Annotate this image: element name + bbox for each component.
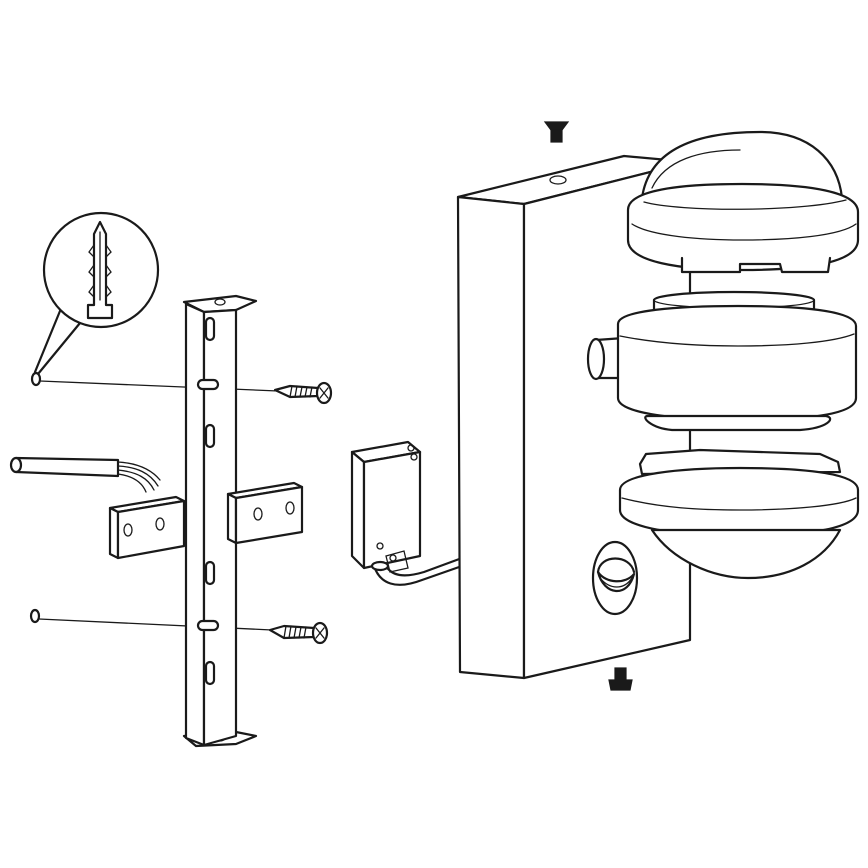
cable-clamp-plate-right [226, 481, 304, 545]
junction-box [350, 440, 464, 586]
middle-housing-ring [616, 304, 858, 432]
wall-drill-hole-top [30, 371, 279, 392]
screw-top [273, 381, 333, 405]
housing-screw-bottom [608, 667, 633, 691]
upper-glass-dome [640, 130, 844, 200]
screw-bottom [268, 621, 329, 645]
wall-plug-detail-callout [33, 211, 160, 376]
mounting-bracket [108, 294, 304, 748]
upper-cap-ring [626, 182, 860, 274]
lamp-head-assembly [586, 130, 860, 580]
junction-box-cable [370, 556, 464, 586]
wall-plug-icon [86, 220, 114, 320]
housing-screw-top [543, 121, 570, 143]
motion-sensor [591, 540, 639, 616]
lower-glass-dome [650, 528, 842, 580]
lamp-housing-box [456, 154, 692, 680]
cable-clamp-plate-left [108, 495, 186, 560]
power-cable [9, 456, 161, 493]
lower-cap-ring [618, 448, 860, 538]
